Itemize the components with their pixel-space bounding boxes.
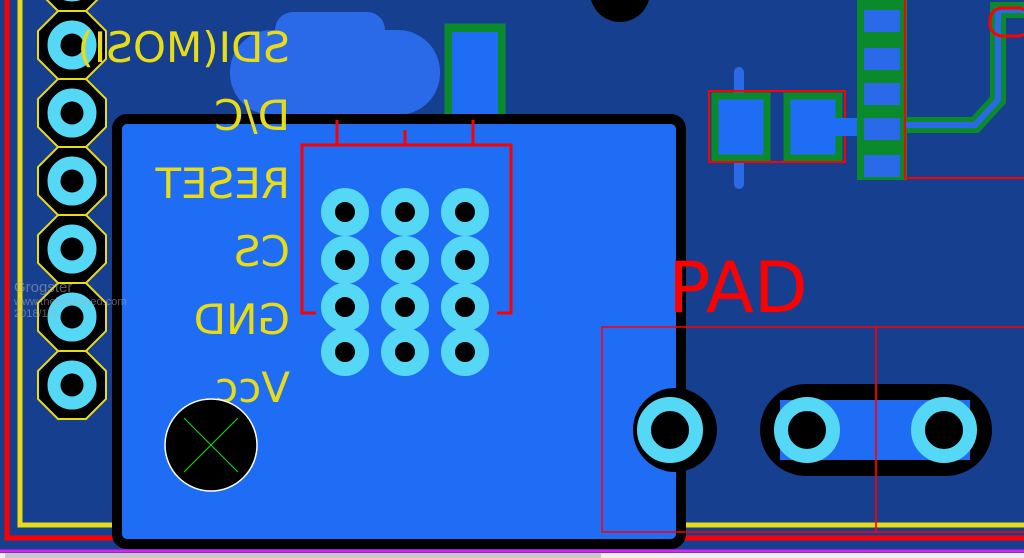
green-pad-fill xyxy=(452,32,498,116)
watermark: Grogster www.thebackshed.com 2018/1/9 xyxy=(14,279,127,321)
ic-pad xyxy=(864,10,900,32)
green-trace-core xyxy=(905,7,1024,128)
connector-pad xyxy=(381,188,429,236)
horizontal-scrollbar[interactable] xyxy=(0,553,1024,558)
connector-outline xyxy=(300,120,513,315)
connector-pad xyxy=(441,188,489,236)
header-label: D/C xyxy=(214,91,290,140)
watermark-name: Grogster xyxy=(14,279,73,296)
header-pad xyxy=(47,360,97,410)
ic-outline xyxy=(904,0,1024,179)
mounting-hole xyxy=(164,398,258,492)
connector-pad xyxy=(441,328,489,376)
right-pads xyxy=(637,397,977,463)
smd-component xyxy=(708,90,865,163)
ic-pad xyxy=(864,83,900,105)
connector-pad xyxy=(441,283,489,331)
connector-pad xyxy=(381,328,429,376)
ic-pad xyxy=(864,155,900,177)
pin-header xyxy=(37,0,107,420)
connector-pad xyxy=(321,188,369,236)
connector-pad xyxy=(441,236,489,284)
connector-pad xyxy=(381,283,429,331)
pad-grid xyxy=(321,188,489,376)
watermark-site: www.thebackshed.com xyxy=(14,296,127,308)
header-pad xyxy=(47,224,97,274)
header-pad xyxy=(47,292,97,342)
header-pad xyxy=(47,156,97,206)
header-pad xyxy=(47,20,97,70)
ic-pad xyxy=(864,118,900,140)
ic-footprint xyxy=(857,0,907,180)
watermark-date: 2018/1/9 xyxy=(14,308,57,320)
header-label: SDI(MOSI) xyxy=(77,23,290,72)
scrollbar-thumb[interactable] xyxy=(5,553,601,558)
pad-outline-right xyxy=(875,326,1024,533)
connector-pad xyxy=(321,283,369,331)
corner-outline xyxy=(988,6,1024,38)
ic-pad xyxy=(864,48,900,70)
header-pad xyxy=(47,88,97,138)
connector-pad xyxy=(381,236,429,284)
connector-pad xyxy=(321,328,369,376)
connector-pad xyxy=(321,236,369,284)
pad-label: PAD xyxy=(668,247,808,329)
header-label: RESET xyxy=(155,159,290,208)
copper-pour-cloud xyxy=(230,12,440,115)
top-via xyxy=(591,0,649,22)
header-label: GND xyxy=(194,295,290,344)
header-label: CS xyxy=(234,227,290,276)
